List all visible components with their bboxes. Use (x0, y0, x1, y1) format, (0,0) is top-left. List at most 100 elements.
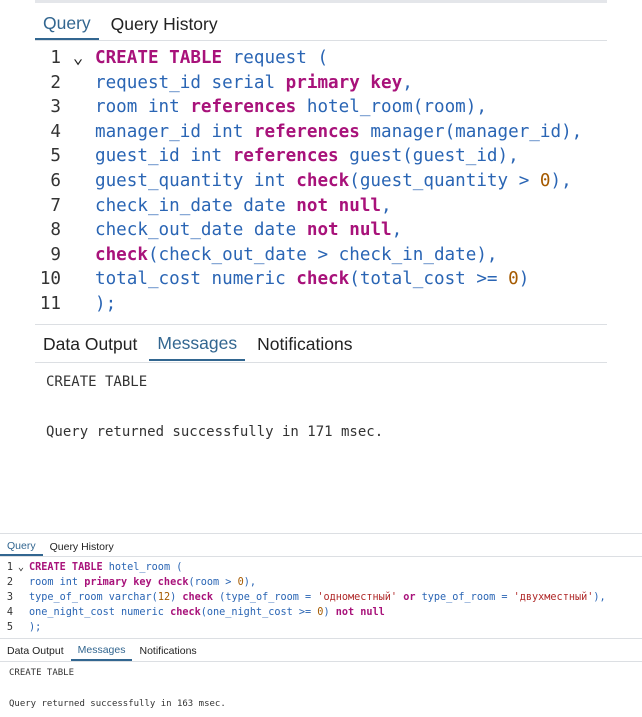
fold-gutter (13, 590, 29, 605)
sql-text: (check_out_date > check_in_date), (147, 244, 498, 265)
sql-text: (one_night_cost >= (200, 607, 318, 618)
sql-text: ); (95, 293, 117, 314)
sql-text: ), (550, 170, 572, 191)
sql-number: 0 (317, 607, 324, 618)
sql-keyword: not null (296, 195, 382, 216)
sql-text: type_of_room = (415, 592, 514, 603)
sql-text: guest_id int (95, 146, 233, 167)
sql-text: ), (243, 577, 256, 588)
tab-query-history[interactable]: Query History (110, 13, 218, 34)
query-tabs: Query Query History (0, 537, 121, 556)
sql-number: 12 (157, 592, 171, 603)
line-number: 5 (6, 622, 13, 633)
output-tabs-divider (0, 661, 642, 662)
code-line: 7 check_in_date date not null, (35, 194, 582, 219)
code-line: 1⌄CREATE TABLE request ( (35, 46, 582, 71)
sql-text: ); (29, 622, 42, 633)
sql-text: (total_cost >= (349, 269, 509, 290)
line-number: 1 (6, 562, 13, 573)
line-number: 7 (50, 195, 61, 216)
message-create-table: CREATE TABLE (46, 374, 148, 390)
sql-text: manager_id int (95, 121, 254, 142)
sql-text: total_cost numeric (95, 269, 297, 290)
tab-query-history[interactable]: Query History (49, 540, 114, 553)
line-number: 8 (50, 220, 61, 241)
sql-text: request_id serial (95, 72, 286, 93)
sql-text: manager(manager_id), (359, 121, 583, 142)
fold-gutter (13, 575, 29, 590)
query-panel-small: Query Query History 1 ⌄ CREATE TABLE hotel_… (0, 533, 642, 717)
message-create-table: CREATE TABLE (9, 668, 75, 678)
line-number: 4 (50, 121, 61, 142)
fold-gutter (61, 292, 95, 317)
sql-text: , (381, 195, 392, 216)
tab-data-output[interactable]: Data Output (7, 645, 64, 657)
sql-keyword: references (232, 146, 339, 167)
line-number: 9 (50, 244, 61, 265)
tab-notifications[interactable]: Notifications (139, 645, 197, 657)
sql-text: room int (29, 577, 85, 588)
tab-query[interactable]: Query (35, 8, 99, 40)
sql-text: ) (170, 592, 183, 603)
sql-text: guest(guest_id), (338, 146, 519, 167)
fold-gutter (61, 194, 95, 219)
sql-keyword: check (170, 607, 201, 618)
sql-text: (type_of_room = (213, 592, 318, 603)
sql-keyword: references (253, 121, 360, 142)
tab-messages[interactable]: Messages (70, 641, 133, 661)
fold-gutter (61, 71, 95, 96)
output-tabs-divider (35, 362, 607, 363)
fold-gutter (61, 144, 95, 169)
query-tabs: Query Query History (35, 8, 226, 40)
editor-divider (0, 638, 642, 639)
sql-keyword: check (182, 592, 214, 603)
line-number: 6 (50, 170, 61, 191)
tabs-divider (35, 40, 607, 41)
sql-keyword: CREATE TABLE (95, 48, 223, 68)
sql-keyword: references (190, 97, 297, 118)
panel-top-border (0, 533, 642, 534)
tab-data-output[interactable]: Data Output (43, 334, 138, 354)
sql-text: one_night_cost numeric (29, 607, 171, 618)
sql-string: 'одноместный' (317, 592, 398, 603)
sql-text: guest_quantity int (95, 170, 297, 191)
fold-gutter (61, 95, 95, 120)
line-number: 5 (50, 146, 61, 167)
code-line: 5 guest_id int references guest(guest_id)… (35, 144, 582, 169)
sql-keyword: CREATE TABLE (29, 562, 103, 573)
sql-text: hotel_room ( (102, 562, 183, 573)
fold-gutter (61, 120, 95, 145)
fold-gutter (61, 267, 95, 292)
sql-number: 0 (539, 170, 551, 191)
sql-text: check_in_date date (95, 195, 297, 216)
sql-string: 'двухместный' (513, 592, 594, 603)
line-number: 2 (50, 72, 61, 93)
sql-keyword: not null (306, 220, 392, 241)
message-query-success: Query returned successfully in 171 msec. (46, 424, 384, 440)
code-line: 1 ⌄ CREATE TABLE hotel_room ( (0, 560, 606, 575)
tab-query[interactable]: Query (0, 537, 43, 556)
tab-notifications[interactable]: Notifications (257, 334, 353, 354)
fold-chevron-icon[interactable]: ⌄ (17, 562, 25, 573)
sql-keyword: not null (335, 607, 385, 618)
sql-keyword: or (403, 592, 416, 603)
line-number: 1 (50, 48, 61, 68)
message-query-success: Query returned successfully in 163 msec. (9, 699, 226, 709)
sql-keyword: primary key (285, 72, 403, 93)
output-tabs: Data Output Messages Notifications (35, 328, 360, 361)
tab-messages[interactable]: Messages (149, 328, 246, 361)
sql-text: , (391, 220, 403, 241)
fold-chevron-icon[interactable]: ⌄ (72, 48, 84, 68)
tabs-divider (0, 556, 642, 557)
output-tabs: Data Output Messages Notifications (0, 641, 204, 661)
line-number: 10 (39, 269, 61, 290)
editor-divider (35, 324, 607, 325)
